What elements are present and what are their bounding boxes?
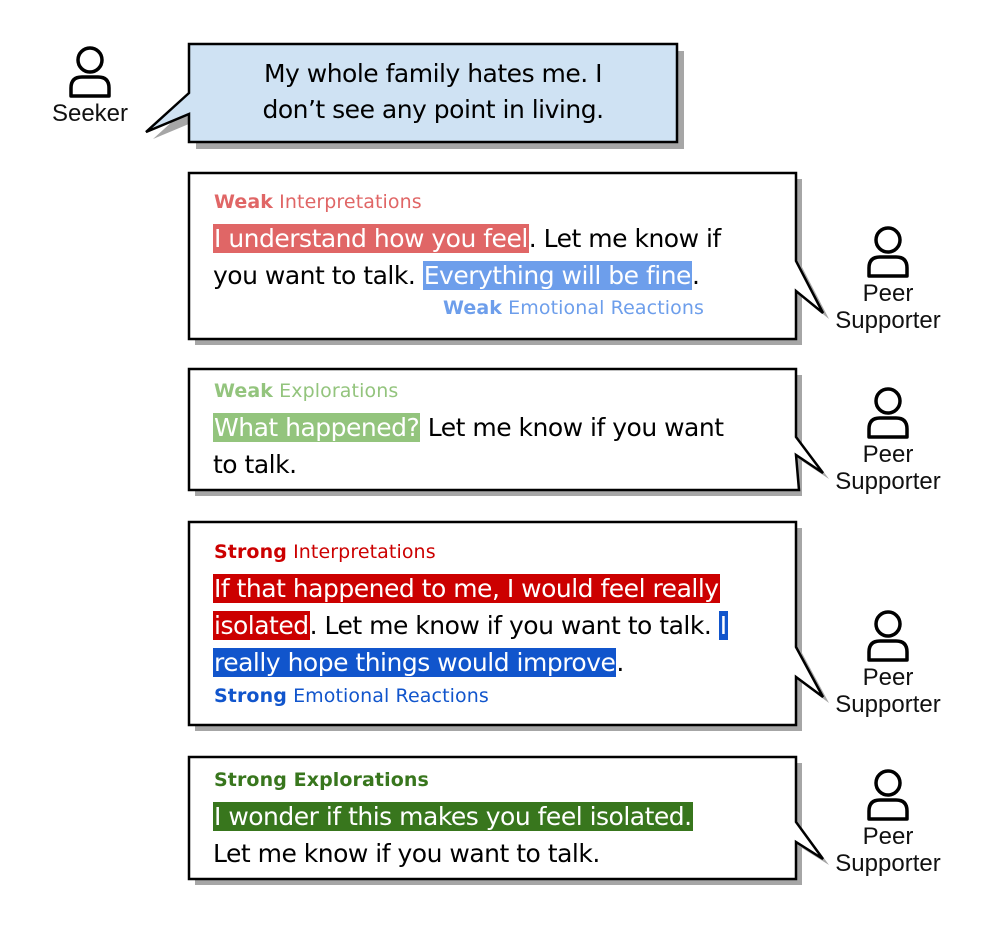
seeker-label: Seeker [51, 100, 129, 127]
strength-word: Weak [443, 297, 503, 319]
peer-label-line-1: Peer [862, 664, 914, 691]
peer-label-line-2: Supporter [835, 468, 941, 495]
response-text-segment: . Let me know if [528, 224, 721, 253]
label-type: Explorations [279, 380, 399, 402]
strength-word: Strong [214, 685, 287, 707]
seeker-message-line-1: My whole family hates me. I [263, 59, 603, 88]
person-icon [867, 769, 909, 821]
response-4-top-label: Strong Explorations [214, 768, 429, 792]
response-3-text: If that happened to me, I would feel rea… [213, 570, 783, 681]
response-2-top-label: Weak Explorations [214, 379, 398, 403]
response-bubble-2 [187, 367, 824, 492]
highlight-strong-emotional-reaction: I [718, 611, 728, 640]
response-text-segment: Let me know if you want to talk. [213, 839, 600, 868]
response-3-bottom-label: Strong Emotional Reactions [214, 684, 489, 708]
person-icon [867, 610, 909, 662]
response-1-top-label: Weak Interpretations [214, 190, 422, 214]
peer-label-line-2: Supporter [835, 307, 941, 334]
response-4-text: I wonder if this makes you feel isolated… [213, 798, 783, 872]
response-bubble-1 [187, 171, 825, 341]
highlight-weak-interpretation: I understand how you feel [213, 224, 529, 253]
peer-label-line-2: Supporter [835, 691, 941, 718]
highlight-strong-emotional-reaction: really hope things would improve [213, 648, 617, 677]
highlight-weak-emotional-reaction: Everything will be fine [422, 261, 692, 290]
peer-label-line-1: Peer [862, 823, 914, 850]
peer-avatar-1: Peer Supporter [829, 224, 947, 334]
label-type: Interpretations [279, 191, 422, 213]
response-text-segment: . [616, 648, 624, 677]
label-strength-type: Strong Explorations [214, 769, 429, 791]
response-3-top-label: Strong Interpretations [214, 540, 436, 564]
strength-word: Strong [214, 541, 287, 563]
highlight-weak-exploration: What happened? [213, 413, 421, 442]
peer-label-line-2: Supporter [835, 850, 941, 877]
strength-word: Weak [214, 380, 274, 402]
seeker-bubble [145, 42, 679, 144]
person-icon [867, 387, 909, 439]
response-text-segment: . [691, 261, 700, 290]
label-type: Emotional Reactions [508, 297, 704, 319]
response-text-segment: Let me know if you want [420, 413, 724, 442]
response-text-segment: you want to talk. [213, 261, 423, 290]
response-1-text: I understand how you feel. Let me know i… [213, 220, 783, 294]
seeker-message-line-2: don’t see any point in living. [262, 95, 604, 124]
person-icon [69, 46, 111, 98]
strength-word: Weak [214, 191, 274, 213]
peer-avatar-2: Peer Supporter [829, 385, 947, 495]
peer-label-line-1: Peer [862, 280, 914, 307]
response-1-bottom-label: Weak Emotional Reactions [443, 296, 704, 320]
seeker-message: My whole family hates me. I don’t see an… [189, 56, 677, 128]
peer-avatar-3: Peer Supporter [829, 608, 947, 718]
highlight-strong-exploration: I wonder if this makes you feel isolated… [213, 802, 693, 831]
highlight-strong-interpretation: If that happened to me, I would feel rea… [213, 574, 720, 603]
peer-label-line-1: Peer [862, 441, 914, 468]
response-text-segment: to talk. [213, 450, 297, 479]
label-type: Interpretations [293, 541, 436, 563]
highlight-strong-interpretation: isolated [213, 611, 310, 640]
person-icon [867, 226, 909, 278]
response-text-segment: . Let me know if you want to talk. [309, 611, 719, 640]
seeker-avatar: Seeker [40, 44, 140, 127]
label-type: Emotional Reactions [293, 685, 489, 707]
peer-avatar-4: Peer Supporter [829, 767, 947, 877]
response-2-text: What happened? Let me know if you want t… [213, 409, 783, 483]
